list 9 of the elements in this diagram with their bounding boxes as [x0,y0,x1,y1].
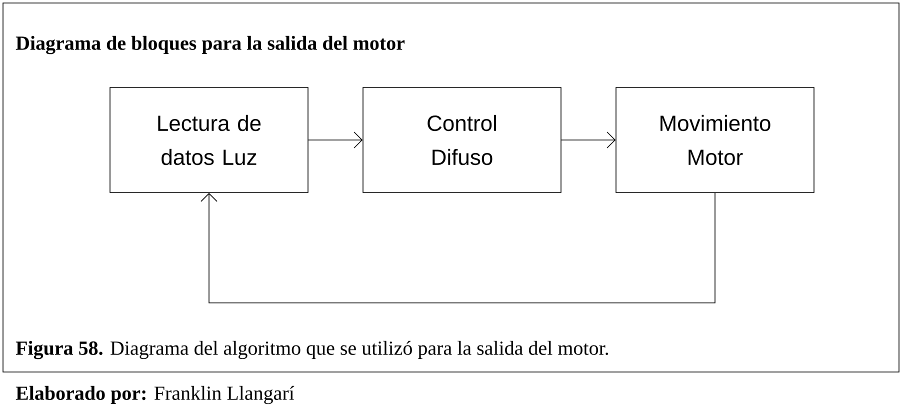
arrow [308,132,363,148]
process-box: Movimiento Motor [616,87,814,193]
process-box: Control Difuso [362,87,562,193]
arrow [561,132,616,148]
caption: Figura 58. Diagrama del algoritmo que se utilizó para la salida del motor. [16,340,608,360]
arrow [200,192,716,304]
credit-line: Elaborado por: Franklin Llangarí [16,386,294,404]
title: Diagrama de bloques para la salida del motor [16,36,405,54]
process-box: Lectura de datos Luz [110,87,308,193]
